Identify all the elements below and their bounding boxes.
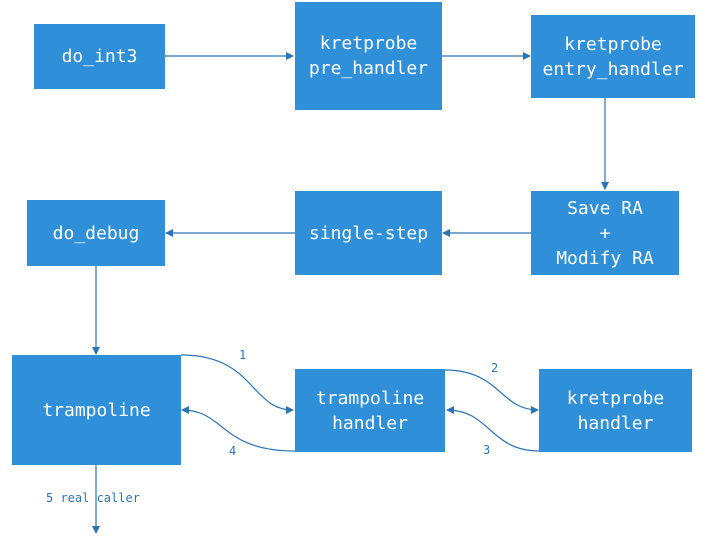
- edge-2-trampoline-handler-to-kretprobe-handler: [444, 369, 539, 414]
- node-trampoline: trampoline: [12, 355, 181, 465]
- edge-1-trampoline-to-trampoline-handler: [180, 354, 294, 414]
- node-do-int3: do_int3: [34, 24, 165, 89]
- edge-label-1: 1: [239, 348, 247, 362]
- node-kretprobe-entry-handler: kretprobe entry_handler: [531, 15, 695, 98]
- edge-label-5-real-caller: 5 real caller: [46, 491, 140, 505]
- node-kretprobe-handler: kretprobe handler: [539, 369, 692, 452]
- node-do-debug: do_debug: [27, 200, 165, 266]
- node-kretprobe-pre-handler: kretprobe pre_handler: [295, 2, 442, 110]
- edge-3-kretprobe-handler-to-trampoline-handler: [446, 406, 540, 452]
- edge-label-3: 3: [483, 443, 491, 457]
- node-save-modify-ra: Save RA + Modify RA: [531, 191, 679, 275]
- node-trampoline-handler: trampoline handler: [295, 369, 445, 452]
- edge-4-trampoline-handler-to-trampoline: [181, 406, 296, 452]
- node-single-step: single-step: [295, 191, 442, 275]
- edge-label-2: 2: [491, 361, 499, 375]
- edge-label-4: 4: [229, 444, 237, 458]
